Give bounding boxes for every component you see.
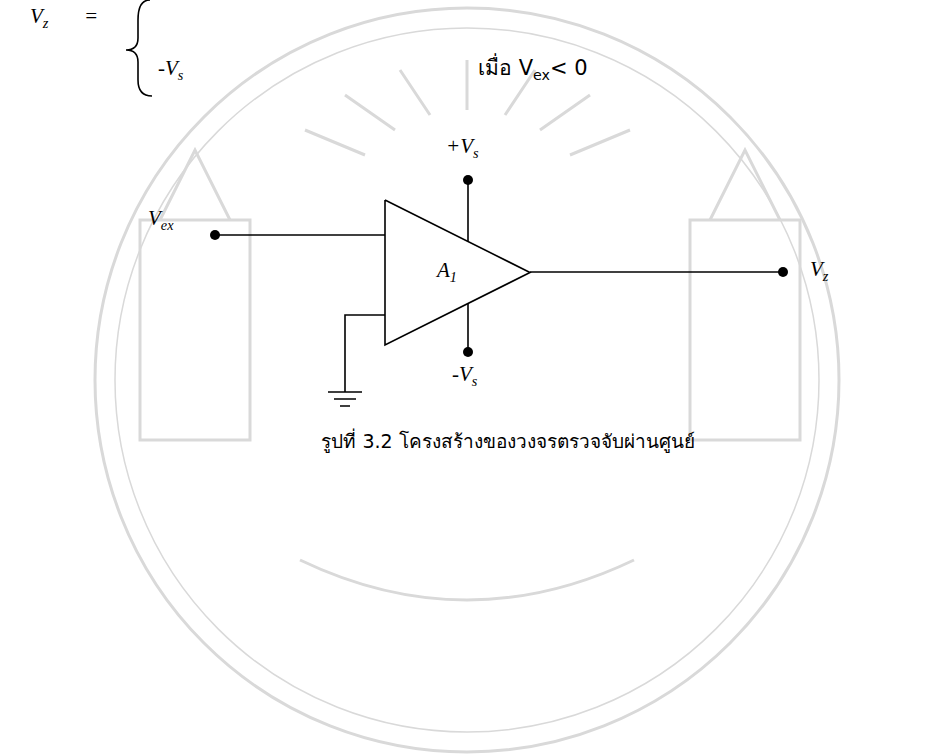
supply-wire — [467, 304, 469, 352]
opamp-outline — [385, 200, 530, 345]
output-wire — [530, 271, 783, 273]
signal-label: เมื่อ Vex< 0 — [478, 56, 588, 84]
signal-label: -Vs — [158, 56, 183, 84]
terminal — [463, 175, 473, 185]
ground-symbol — [328, 392, 362, 406]
opamp-outline — [385, 200, 530, 345]
opamp-triangle: A1 — [385, 200, 530, 345]
terminal — [778, 267, 788, 277]
signal-label: +Vs — [446, 134, 479, 162]
opamp-name: A1 — [437, 258, 457, 286]
ground-wire — [345, 315, 385, 392]
signal-label: = — [84, 4, 98, 29]
input-wire — [215, 234, 385, 236]
brace — [126, 0, 152, 96]
signal-label: Vz — [810, 257, 828, 285]
figure-caption: รูปที่ 3.2 โครงสร้างของวงจรตรวจจับผ่านศู… — [321, 426, 694, 456]
signal-label: Vz — [30, 4, 48, 32]
signal-label: Vex — [148, 206, 174, 234]
supply-wire — [467, 180, 469, 241]
signal-label: -Vs — [452, 362, 477, 390]
terminal — [210, 230, 220, 240]
terminal — [463, 347, 473, 357]
